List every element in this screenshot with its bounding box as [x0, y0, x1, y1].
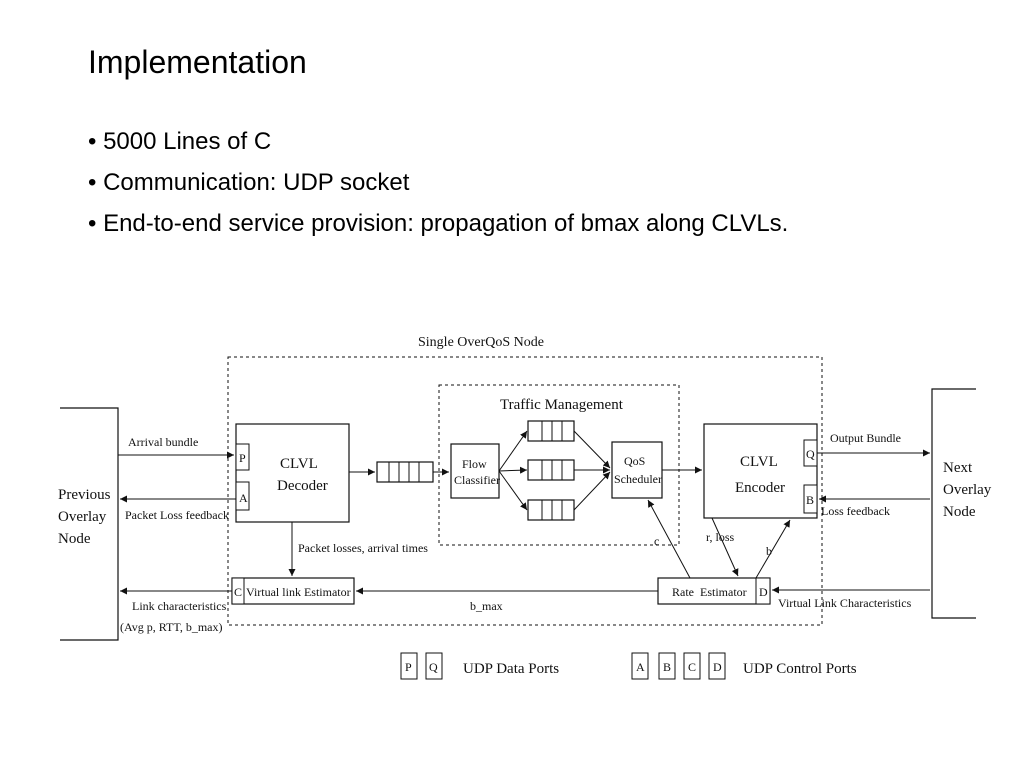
encoder-label: Encoder: [735, 480, 785, 496]
b-max-label: b_max: [470, 599, 503, 613]
svg-text:D: D: [713, 660, 722, 674]
bullet-item: • End-to-end service provision: propagat…: [88, 210, 789, 237]
clvl-decoder: P A CLVL Decoder: [235, 423, 350, 523]
bullet-item: • 5000 Lines of C: [88, 128, 272, 155]
clvl-encoder: Q B CLVL Encoder: [703, 423, 818, 519]
svg-text:Classifier: Classifier: [454, 473, 500, 487]
output-bundle-label: Output Bundle: [830, 431, 901, 445]
rate-estimator: D Rate Estimator: [657, 577, 771, 605]
slide-title: Implementation: [88, 44, 307, 80]
encoder-label: CLVL: [740, 454, 778, 470]
port-a: [235, 481, 250, 511]
flow-classifier: Flow Classifier: [450, 443, 500, 499]
virtual-link-characteristics-label: Virtual Link Characteristics: [778, 596, 912, 610]
loss-feedback-label: Loss feedback: [821, 504, 890, 518]
b-label: b: [766, 544, 772, 558]
next-node-label: Next: [943, 460, 973, 476]
previous-node-label: Node: [58, 531, 91, 547]
previous-overlay-node: Previous Overlay Node: [58, 407, 119, 641]
svg-text:C: C: [234, 585, 242, 599]
next-overlay-node: Next Overlay Node: [931, 388, 992, 619]
main-queue: [376, 461, 434, 483]
flow-queue: [527, 499, 575, 521]
flow-queue: [527, 420, 575, 442]
svg-text:QoS: QoS: [624, 454, 645, 468]
traffic-management-box: [438, 384, 680, 546]
next-node-label: Overlay: [943, 482, 992, 498]
traffic-management-title: Traffic Management: [500, 397, 624, 413]
legend-data-ports: P Q UDP Data Ports: [400, 652, 559, 680]
connection-arrows: [118, 430, 930, 595]
legend-data-ports-label: UDP Data Ports: [463, 661, 559, 677]
overqos-node-box: [227, 356, 823, 626]
svg-text:Q: Q: [806, 447, 815, 461]
previous-node-label: Previous: [58, 487, 111, 503]
link-characteristics-detail: (Avg p, RTT, b_max): [120, 620, 222, 634]
port-p: [235, 443, 250, 471]
svg-text:B: B: [663, 660, 671, 674]
previous-node-label: Overlay: [58, 509, 107, 525]
packet-loss-feedback-label: Packet Loss feedback: [125, 508, 229, 522]
svg-text:Flow: Flow: [462, 457, 487, 471]
port-d: [755, 577, 771, 605]
decoder-label: CLVL: [280, 456, 318, 472]
bullet-list: • 5000 Lines of C • Communication: UDP s…: [88, 126, 788, 249]
flow-queue: [527, 459, 575, 481]
bullet-item: • Communication: UDP socket: [88, 169, 410, 196]
link-characteristics-label: Link characteristics: [132, 599, 227, 613]
node-title: Single OverQoS Node: [418, 335, 544, 350]
decoder-label: Decoder: [277, 478, 328, 494]
svg-text:Virtual link Estimator: Virtual link Estimator: [246, 585, 351, 599]
qos-scheduler: QoS Scheduler: [611, 441, 663, 499]
port-b: [803, 484, 818, 514]
c-label: c: [654, 534, 659, 548]
arrival-bundle-label: Arrival bundle: [128, 435, 198, 449]
virtual-link-estimator: C Virtual link Estimator: [231, 577, 355, 605]
packet-losses-label: Packet losses, arrival times: [298, 541, 428, 555]
svg-text:A: A: [636, 660, 645, 674]
svg-text:D: D: [759, 585, 768, 599]
r-loss-label: r, loss: [706, 530, 735, 544]
svg-text:Q: Q: [429, 660, 438, 674]
svg-text:B: B: [806, 493, 814, 507]
svg-text:Rate Estimator: Rate Estimator: [672, 585, 747, 599]
svg-text:Scheduler: Scheduler: [614, 472, 662, 486]
svg-text:P: P: [405, 660, 412, 674]
svg-text:A: A: [239, 491, 248, 505]
svg-text:C: C: [688, 660, 696, 674]
next-node-label: Node: [943, 504, 976, 520]
svg-text:P: P: [239, 451, 246, 465]
legend-control-ports-label: UDP Control Ports: [743, 661, 857, 677]
legend-control-ports: A B C D UDP Control Ports: [631, 652, 857, 680]
